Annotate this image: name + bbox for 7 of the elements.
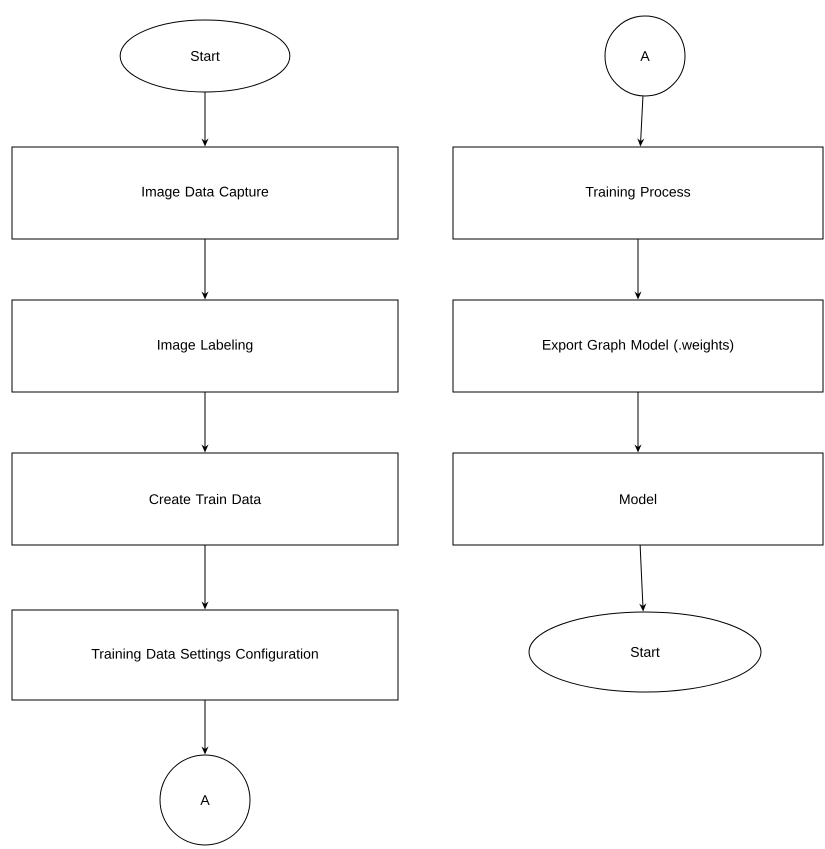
process-box: Training Process [452, 146, 824, 240]
process-box: Export Graph Model (.weights) [452, 300, 824, 392]
process-box: Image Data Capture [12, 146, 398, 240]
process-box: Image Labeling [12, 300, 398, 392]
process-box: Training Data Settings Configuration [12, 610, 398, 700]
process-box: Create Train Data [12, 452, 398, 546]
process-box: Model [452, 452, 824, 546]
